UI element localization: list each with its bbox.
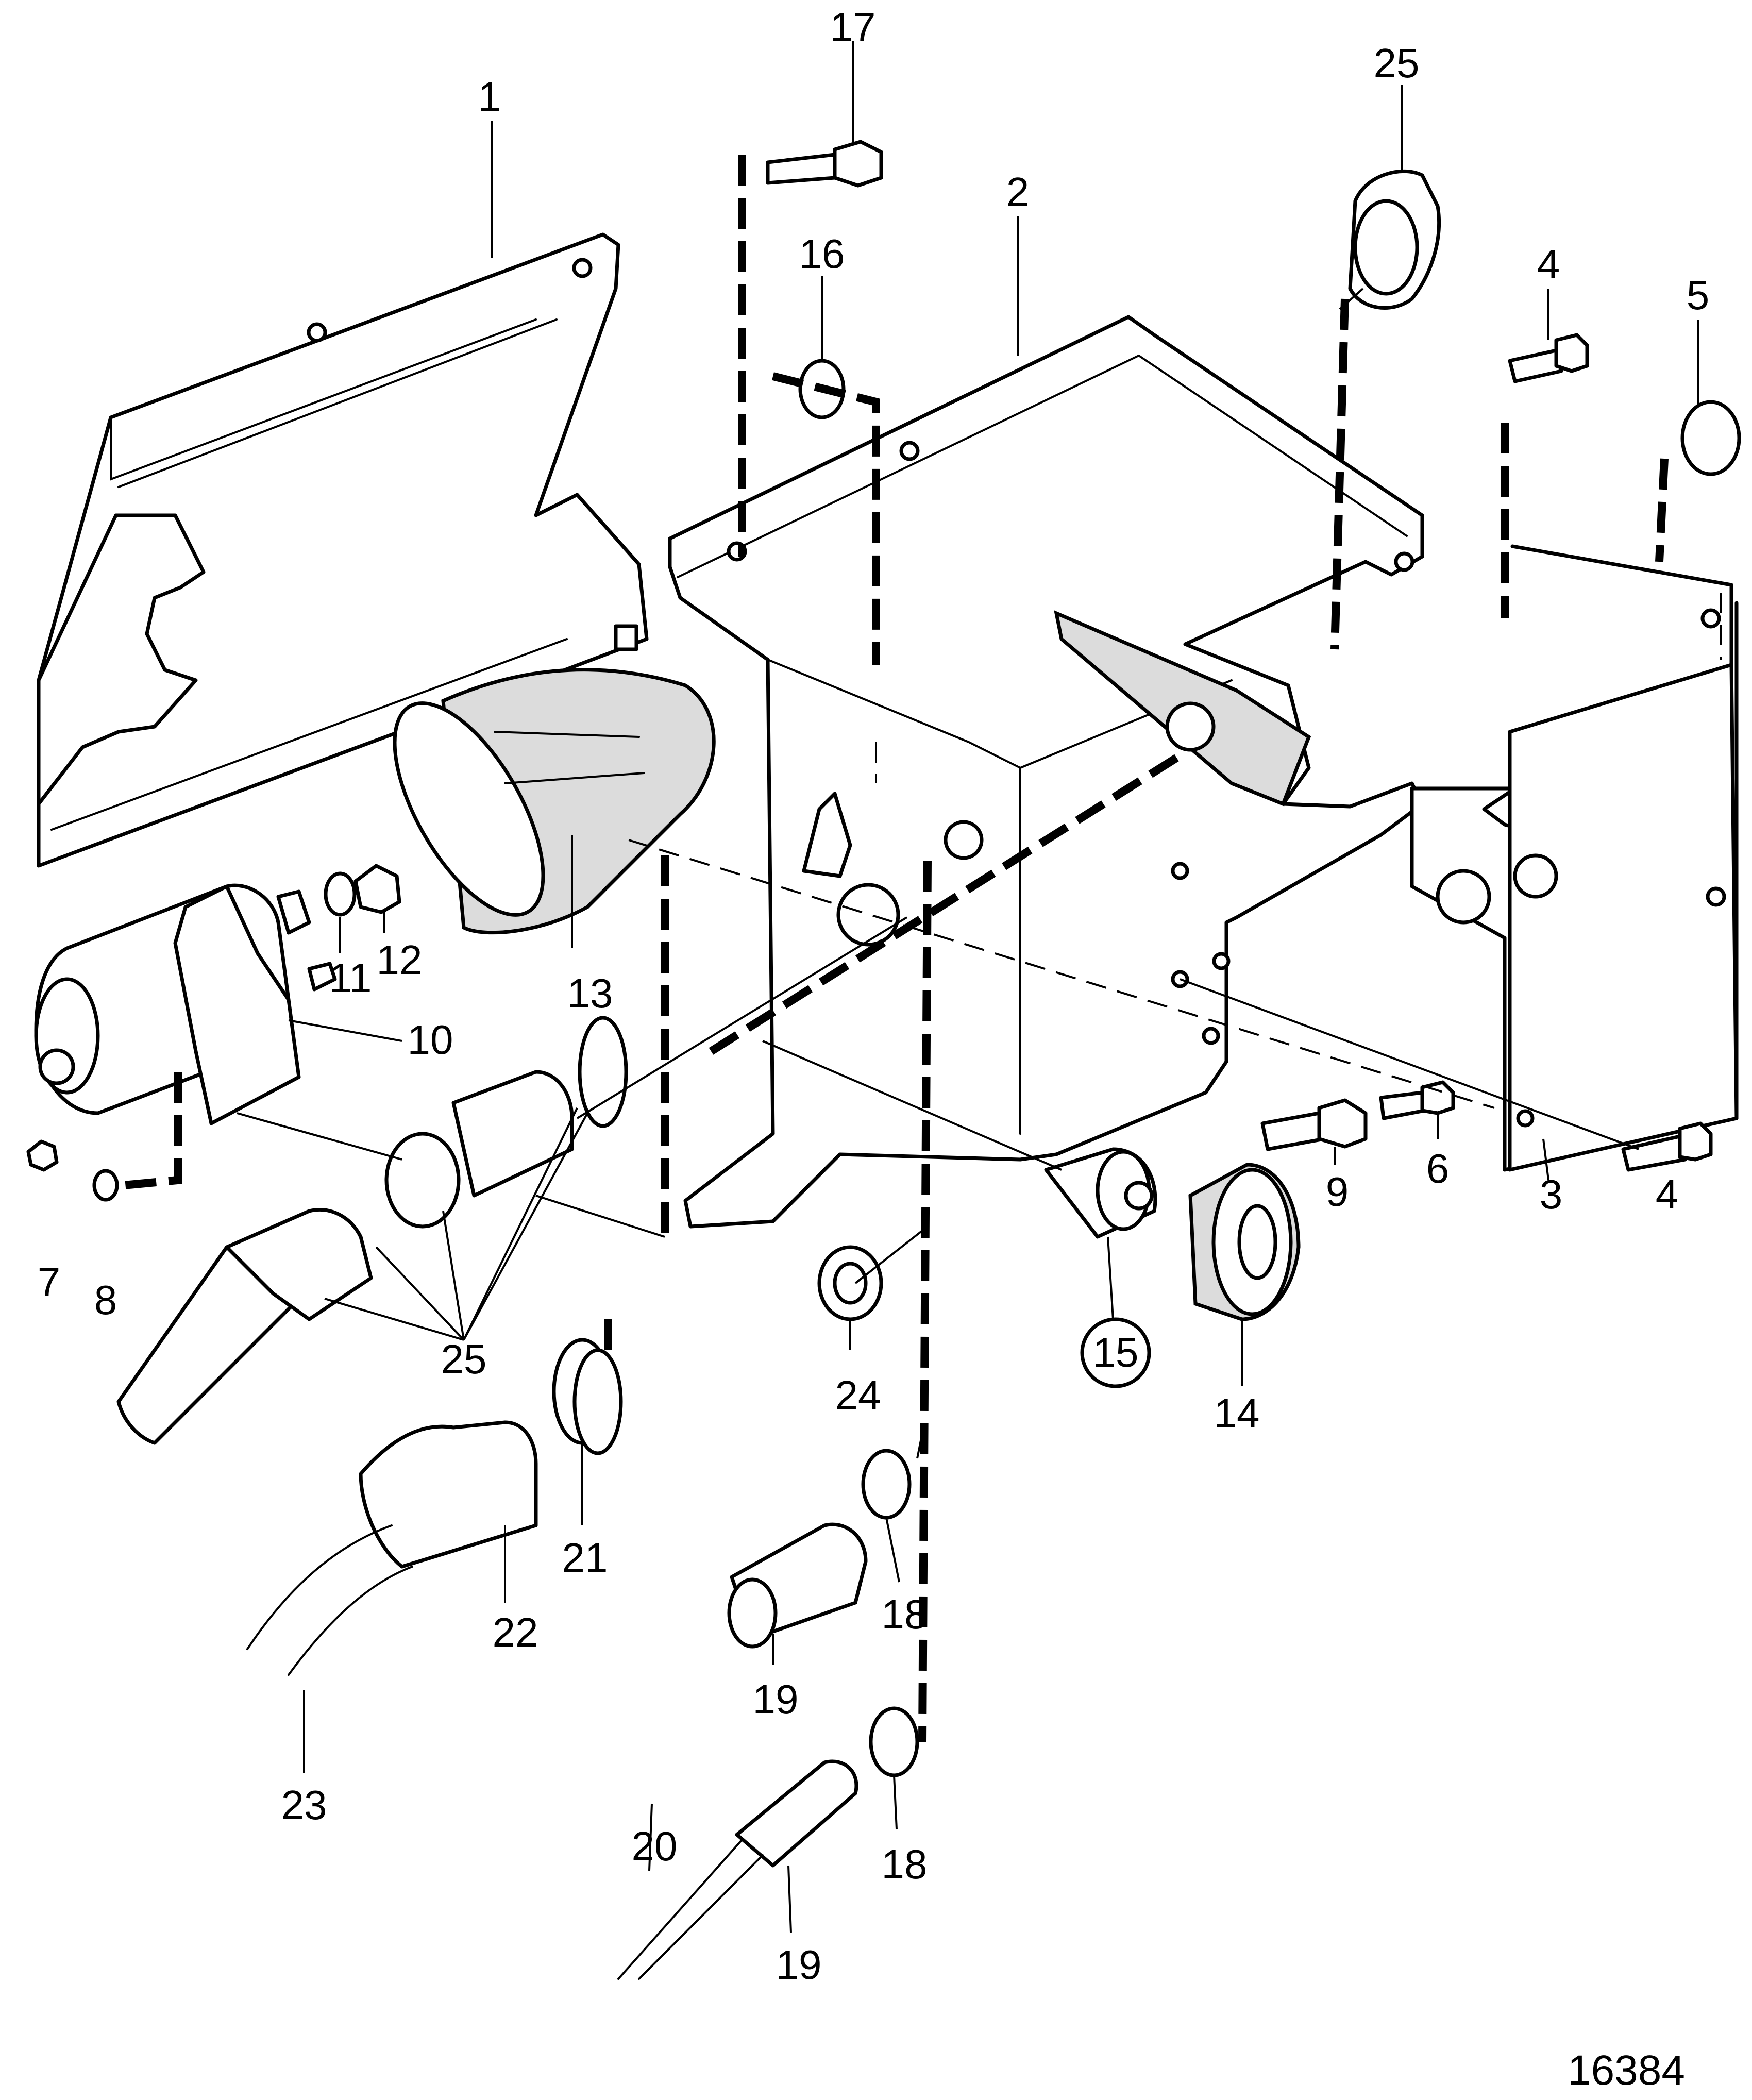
callout-25-top: 25	[1374, 40, 1420, 86]
callout-16: 16	[799, 231, 845, 277]
callout-2: 2	[1006, 169, 1030, 215]
screw-part-4-upper	[1508, 333, 1589, 383]
callout-leaders	[288, 41, 1699, 1933]
sleeve-part-13	[393, 668, 716, 935]
assembly-lines	[123, 155, 1669, 1742]
cap-part-5	[1680, 400, 1741, 476]
callout-4-upper: 4	[1537, 241, 1560, 287]
bolt-part-17	[766, 140, 883, 188]
washer-part-18-lower	[869, 1706, 919, 1777]
callout-10: 10	[408, 1017, 453, 1063]
callout-8: 8	[94, 1277, 117, 1323]
nut-part-12	[353, 864, 401, 914]
callout-3: 3	[1540, 1171, 1563, 1217]
hose-part-20	[617, 1839, 764, 1980]
fitting-part-19-lower	[735, 1759, 858, 1868]
ring-part-14	[1188, 1163, 1301, 1321]
callout-24: 24	[835, 1372, 881, 1418]
connector-assembly-upper	[116, 1016, 628, 1445]
callout-7: 7	[38, 1259, 61, 1305]
callout-circle-15	[1080, 1317, 1151, 1388]
callout-6: 6	[1426, 1146, 1450, 1191]
bracket-housing-part-2	[668, 315, 1424, 1229]
callout-5: 5	[1687, 272, 1710, 318]
figure-number: 16384	[1568, 2047, 1685, 2094]
bolt-part-9	[1260, 1098, 1368, 1151]
callout-19-upper: 19	[753, 1676, 799, 1722]
callout-20: 20	[632, 1823, 678, 1869]
fitting-part-19-upper	[727, 1522, 868, 1649]
screw-part-4-lower	[1621, 1121, 1713, 1172]
callout-18-lower: 18	[882, 1841, 928, 1887]
switch-part-15	[1044, 1147, 1157, 1239]
callout-22: 22	[493, 1609, 538, 1655]
cover-plate-part-1	[37, 232, 649, 868]
callout-labels: 1 2 3 4 4 5 6 7 8 9 10 11 12 13 14 15 16…	[38, 4, 1710, 1988]
callout-9: 9	[1326, 1169, 1349, 1215]
grommet-part-24	[817, 1245, 883, 1321]
nut-part-25-top	[1348, 169, 1441, 310]
callout-13: 13	[567, 970, 613, 1016]
nut-part-7	[26, 1139, 59, 1172]
callout-4-lower: 4	[1656, 1171, 1679, 1217]
callout-23: 23	[281, 1782, 327, 1828]
callout-11: 11	[329, 955, 372, 1001]
screw-part-6	[1379, 1080, 1455, 1120]
callout-1: 1	[478, 74, 501, 120]
washer-part-18-upper	[861, 1449, 912, 1520]
washer-part-21	[572, 1348, 623, 1455]
callout-18-upper: 18	[882, 1591, 928, 1637]
callout-17: 17	[830, 4, 876, 50]
callout-19-lower: 19	[776, 1942, 822, 1988]
callout-15: 15	[1093, 1330, 1139, 1375]
callout-21: 21	[562, 1535, 608, 1581]
callout-14: 14	[1214, 1390, 1260, 1436]
washer-part-11	[324, 871, 357, 917]
side-plate-part-3	[1410, 544, 1739, 1172]
washer-part-8	[92, 1169, 119, 1202]
hose-part-23	[246, 1524, 413, 1676]
solenoid-part-10	[34, 883, 337, 1125]
callout-12: 12	[377, 937, 423, 983]
callout-25-group: 25	[441, 1336, 487, 1382]
